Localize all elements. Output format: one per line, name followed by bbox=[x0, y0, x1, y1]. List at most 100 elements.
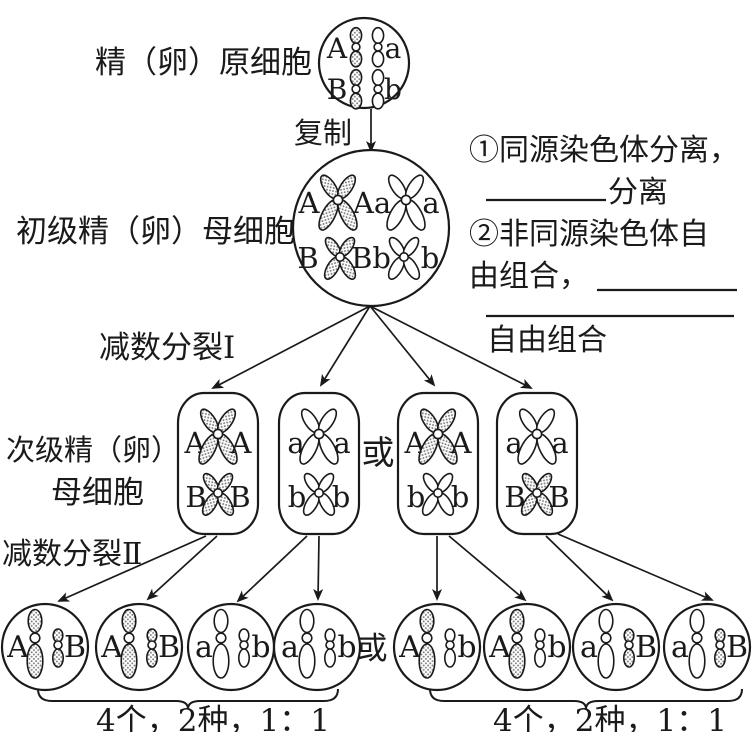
chromosome-label: b bbox=[407, 480, 426, 514]
chromosome-label: B bbox=[548, 480, 569, 514]
chromosome-label: B bbox=[504, 480, 525, 514]
or-label-secondary: 或 bbox=[362, 433, 395, 472]
small-chromatid bbox=[443, 628, 457, 668]
chromosome-a bbox=[371, 26, 385, 68]
primary-cell-membrane bbox=[291, 148, 451, 308]
secondary-cell-label-line1: 次级精（卵） bbox=[6, 433, 180, 467]
small-chromatid bbox=[533, 628, 547, 668]
chromosome-label: Aa bbox=[352, 186, 391, 220]
left-brace bbox=[37, 688, 339, 710]
secondary-cell-3: A A b b bbox=[396, 391, 480, 536]
chromosome-label: A bbox=[100, 630, 123, 665]
secondary-cell-3-membrane bbox=[396, 391, 480, 536]
chromosome-label: b bbox=[337, 630, 356, 665]
summary-left: 4个，2种，1：1 bbox=[96, 703, 330, 732]
gamete-membrane bbox=[392, 602, 482, 692]
chromosome-label: B bbox=[185, 480, 206, 514]
chromosome-label: Bb bbox=[351, 241, 391, 275]
note-line-3: ②非同源染色体自 bbox=[469, 217, 709, 252]
chromosome-label: a bbox=[671, 630, 689, 665]
meiosis-2-label: 减数分裂Ⅱ bbox=[2, 537, 142, 572]
chromosome-label: a bbox=[580, 630, 598, 665]
note-line-2: 分离 bbox=[608, 175, 668, 210]
chromosome-label: b bbox=[384, 73, 402, 106]
chromosome-label: A bbox=[230, 426, 253, 460]
gamete-membrane bbox=[571, 602, 661, 692]
meiosis1-arrow-3 bbox=[369, 305, 436, 387]
meiosis-2-arrows bbox=[57, 533, 714, 603]
gamete-3: a b bbox=[186, 602, 276, 692]
small-chromatid bbox=[713, 628, 727, 668]
primary-spermatocyte-cell: A Aa a B Bb b bbox=[291, 148, 451, 308]
replicate-label: 复制 bbox=[294, 116, 352, 150]
gamete-membrane bbox=[94, 602, 184, 692]
chromosome-label: A bbox=[450, 426, 473, 460]
note-line-4: 由组合， bbox=[469, 259, 589, 294]
chromosome-label: A bbox=[6, 630, 29, 665]
chromosome-label: a bbox=[422, 186, 439, 220]
chromosome-label: B bbox=[635, 630, 657, 665]
meiosis-1-label: 减数分裂Ⅰ bbox=[99, 330, 235, 366]
chromosome-label: b bbox=[332, 480, 351, 514]
chromosome-label: b bbox=[451, 480, 470, 514]
secondary-cell-2-membrane bbox=[277, 391, 361, 536]
small-chromatid bbox=[51, 628, 65, 668]
meiosis2-arrow-3 bbox=[236, 535, 308, 603]
chromosome-label: B bbox=[229, 480, 250, 514]
meiosis2-arrow-2 bbox=[146, 535, 218, 601]
notes-panel: ①同源染色体分离， 分离 ②非同源染色体自 由组合， 自由组合 bbox=[469, 133, 739, 358]
chromosome-label: a bbox=[287, 426, 304, 460]
chromosome-label: b bbox=[421, 241, 440, 275]
chromosome-label: a bbox=[551, 426, 568, 460]
primary-cell-label: 初级精（卵）母细胞 bbox=[16, 214, 295, 250]
chromosome-label: B bbox=[327, 73, 348, 106]
chromosome-label: b bbox=[547, 630, 566, 665]
meiosis2-arrow-7 bbox=[545, 535, 614, 602]
meiosis1-arrow-1 bbox=[211, 305, 371, 389]
chromosome-b bbox=[371, 68, 385, 110]
chromosome-label: a bbox=[385, 32, 402, 65]
secondary-cell-label-line2: 母细胞 bbox=[51, 475, 144, 511]
chromosome-label: B bbox=[158, 630, 180, 665]
gamete-membrane bbox=[482, 602, 572, 692]
chromosome-label: A bbox=[398, 630, 421, 665]
gamete-5: A b bbox=[392, 602, 482, 692]
small-chromatid bbox=[238, 628, 250, 668]
note-line-1: ①同源染色体分离， bbox=[469, 133, 739, 168]
spermatogonium-cell: A a B b bbox=[317, 16, 411, 110]
summary-right: 4个，2种，1：1 bbox=[493, 703, 727, 732]
chromosome-label: b bbox=[288, 480, 307, 514]
chromosome-label: b bbox=[251, 630, 270, 665]
small-chromatid bbox=[622, 628, 636, 668]
chromosome-label: b bbox=[457, 630, 476, 665]
chromosome-B bbox=[349, 68, 363, 110]
right-brace bbox=[429, 688, 743, 710]
chromosome-label: a bbox=[333, 426, 350, 460]
small-chromatid bbox=[323, 628, 337, 668]
chromosome-label: A bbox=[326, 32, 348, 65]
chromosome-label: B bbox=[297, 241, 318, 275]
meiosis2-arrow-8 bbox=[557, 533, 714, 601]
chromosome-label: a bbox=[195, 630, 213, 665]
gamete-7: a B bbox=[571, 602, 661, 692]
chromosome-label: B bbox=[64, 630, 86, 665]
meiosis2-arrow-6 bbox=[448, 535, 527, 602]
gamete-6: A b bbox=[482, 602, 572, 692]
meiosis1-arrow-4 bbox=[369, 305, 533, 389]
small-chromatid bbox=[146, 628, 158, 668]
meiosis2-arrow-4 bbox=[313, 535, 324, 601]
chromosome-label: A bbox=[488, 630, 511, 665]
gamete-4: a b bbox=[272, 602, 362, 692]
secondary-cell-2: a a b b bbox=[277, 391, 361, 536]
gamete-1: A B bbox=[0, 602, 90, 692]
meiosis-1-arrows bbox=[211, 305, 533, 389]
secondary-cell-4: a a B B bbox=[495, 391, 579, 536]
spermatogonium-label: 精（卵）原细胞 bbox=[95, 45, 312, 81]
chromosome-label: a bbox=[281, 630, 299, 665]
gamete-8: a B bbox=[662, 602, 752, 692]
or-label-gametes: 或 bbox=[357, 631, 388, 667]
secondary-cell-1: A A B B bbox=[176, 391, 260, 536]
chromosome-label: B bbox=[726, 630, 748, 665]
